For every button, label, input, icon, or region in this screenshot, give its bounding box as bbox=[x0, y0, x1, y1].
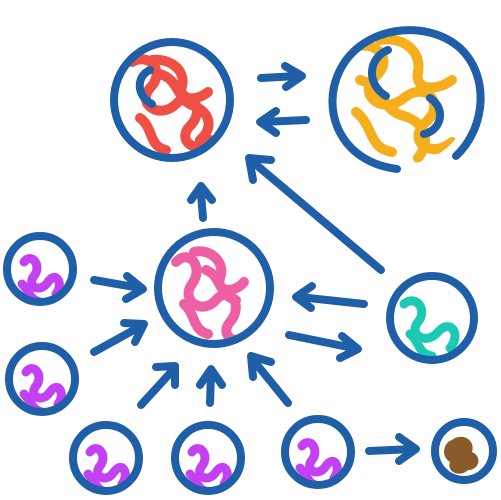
center-node bbox=[154, 228, 274, 348]
arrow-left-upper-to-center bbox=[90, 272, 147, 303]
arrow-bottom-middle-to-center bbox=[196, 365, 226, 407]
far-right-node bbox=[431, 418, 497, 484]
arrow-left-lower-to-center bbox=[90, 319, 148, 356]
arrow-bottom-left-to-center bbox=[137, 362, 179, 409]
arrow-bottom-right-to-far-right bbox=[365, 433, 420, 465]
bottom-right-node bbox=[281, 415, 355, 489]
arrow-center-to-top-left bbox=[187, 182, 216, 222]
bottom-left-node bbox=[69, 421, 143, 495]
arrow-right-to-center bbox=[292, 282, 368, 312]
bottom-middle-node bbox=[171, 421, 245, 495]
arrow-top-left-to-top-right bbox=[257, 62, 306, 91]
left-upper-node bbox=[3, 232, 77, 306]
top-left-node bbox=[110, 38, 234, 162]
top-right-node bbox=[328, 26, 485, 173]
left-lower-node bbox=[5, 342, 79, 416]
arrow-bottom-right-to-center bbox=[247, 352, 292, 407]
arrow-center-to-right bbox=[285, 331, 362, 362]
right-node bbox=[386, 272, 478, 364]
arrow-top-right-to-top-left bbox=[256, 107, 310, 137]
arrow-right-to-top-left bbox=[245, 154, 385, 274]
